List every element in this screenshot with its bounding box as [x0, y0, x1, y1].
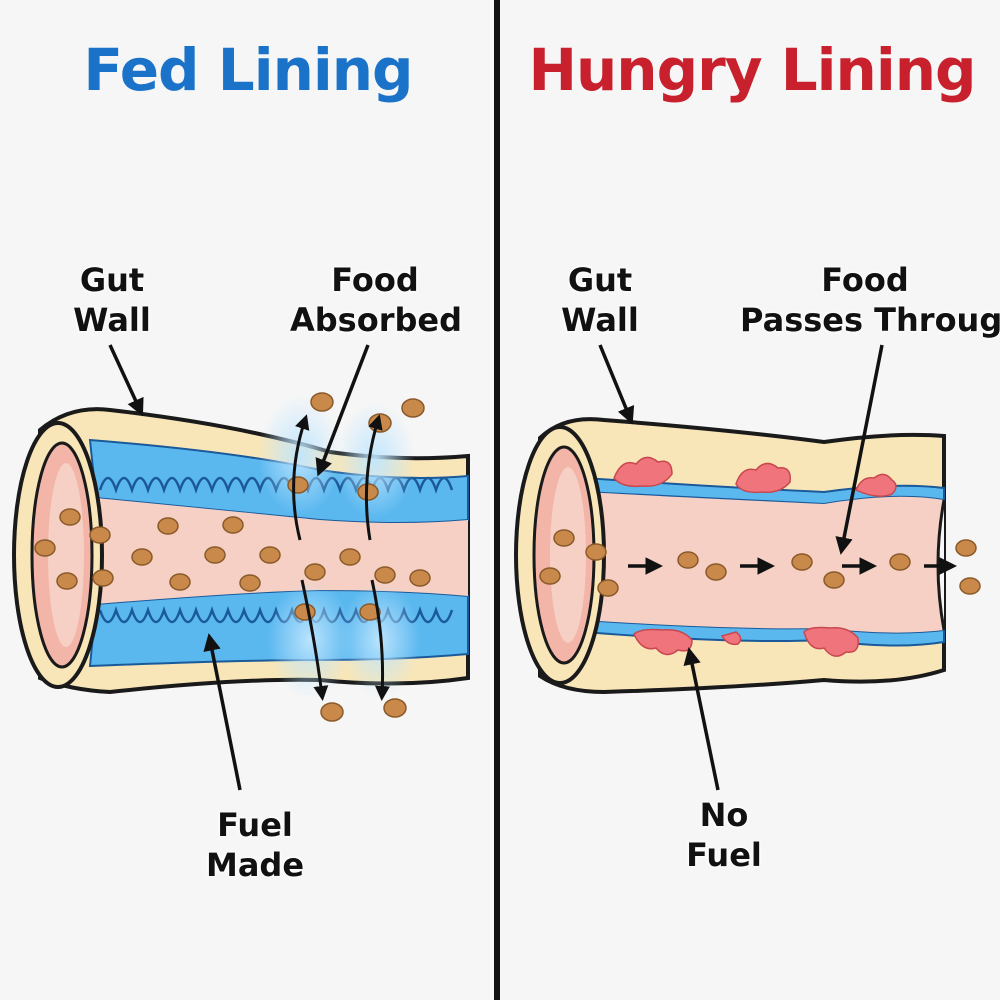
- fed-food-particles: [34, 392, 431, 722]
- hungry-pointer-arrows: [598, 344, 884, 791]
- panel-divider: [494, 0, 500, 1000]
- hungry-title: Hungry Lining: [528, 36, 976, 104]
- fed-absorption-arrows: [292, 414, 390, 701]
- fed-title: Fed Lining: [83, 36, 413, 104]
- hungry-food-particles: [539, 529, 981, 597]
- hungry-inflamed-patches: [613, 456, 897, 657]
- hungry-panel: Hungry Lining: [504, 0, 1000, 1000]
- fed-pointer-arrows: [108, 344, 370, 791]
- fed-panel: Fed Lining: [0, 0, 496, 1000]
- fed-gut-diagram: [12, 344, 470, 791]
- hungry-gut-diagram: [514, 344, 981, 791]
